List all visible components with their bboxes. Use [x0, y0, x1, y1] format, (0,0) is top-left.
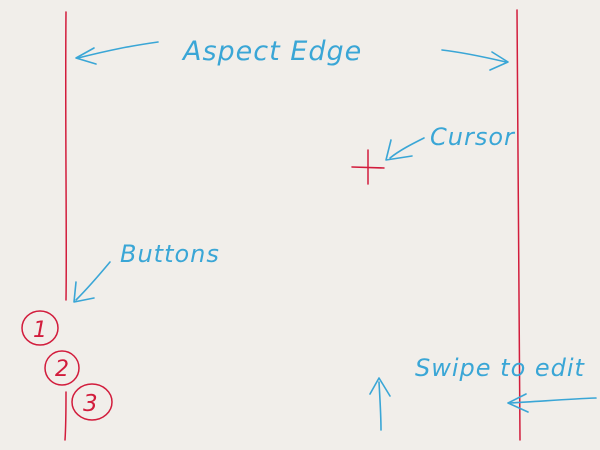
buttons-label: Buttons	[120, 240, 220, 268]
swipe-to-edit-label: Swipe to edit	[415, 354, 586, 382]
button-2-label: 2	[55, 357, 69, 382]
button-2[interactable]: 2	[44, 350, 80, 386]
button-1[interactable]: 1	[21, 310, 59, 346]
cursor-pointer-arrow-icon	[385, 137, 425, 161]
right-aspect-edge-line	[516, 9, 521, 441]
swipe-left-arrow-icon	[507, 393, 597, 413]
cursor-crosshair-icon	[351, 149, 385, 185]
button-3-label: 3	[83, 391, 98, 417]
buttons-pointer-arrow-icon	[73, 261, 111, 303]
button-1-label: 1	[33, 318, 47, 343]
left-aspect-edge-line	[64, 11, 68, 441]
left-arrow-icon	[75, 41, 159, 65]
right-arrow-icon	[441, 49, 509, 71]
button-3[interactable]: 3	[71, 383, 113, 421]
aspect-edge-label: Aspect Edge	[181, 36, 362, 67]
cursor-label: Cursor	[430, 123, 516, 151]
swipe-up-arrow-icon	[369, 377, 391, 431]
